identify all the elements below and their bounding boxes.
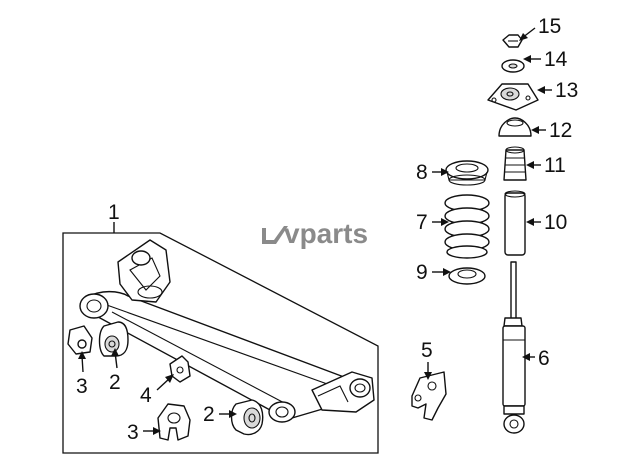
upper-mount — [487, 83, 539, 111]
callout-3-lower: 3 — [127, 421, 139, 444]
mount-cup — [498, 117, 532, 137]
callout-4: 4 — [140, 384, 152, 407]
dust-boot — [504, 190, 526, 256]
vparts-logo-mark — [262, 226, 288, 244]
callout-13: 13 — [555, 79, 578, 102]
callout-15: 15 — [538, 15, 561, 38]
callout-arrows — [78, 27, 552, 435]
callout-7: 7 — [416, 211, 428, 234]
callout-5: 5 — [421, 339, 433, 362]
callout-14: 14 — [544, 48, 568, 71]
callout-11: 11 — [544, 154, 566, 177]
callout-3-upper: 3 — [76, 375, 88, 398]
axle-assembly-frame — [62, 232, 379, 454]
spring-upper-seat — [445, 160, 489, 186]
mount-washer — [501, 59, 525, 73]
bushing-insert-small — [67, 325, 93, 355]
callout-6: 6 — [538, 347, 550, 370]
watermark-brand: vparts — [284, 218, 368, 249]
callout-2-upper: 2 — [109, 371, 121, 394]
rear-axle-beam — [79, 239, 375, 423]
shock-lower-bracket — [411, 371, 447, 421]
callout-1: 1 — [108, 201, 120, 224]
callout-8: 8 — [416, 161, 428, 184]
coil-spring — [444, 194, 490, 259]
callout-9: 9 — [416, 261, 428, 284]
vparts-watermark: vparts — [262, 218, 368, 249]
axle-bushing-upper — [98, 321, 129, 357]
bump-stop — [503, 146, 527, 181]
callout-2-lower: 2 — [203, 403, 215, 426]
bushing-clamp-lower — [157, 403, 191, 441]
callout-10: 10 — [544, 211, 567, 234]
spring-lower-seat — [448, 267, 486, 285]
axle-bushing-lower — [230, 399, 264, 436]
shock-absorber — [502, 261, 526, 434]
callout-12: 12 — [549, 119, 572, 142]
mount-nut — [502, 34, 523, 48]
